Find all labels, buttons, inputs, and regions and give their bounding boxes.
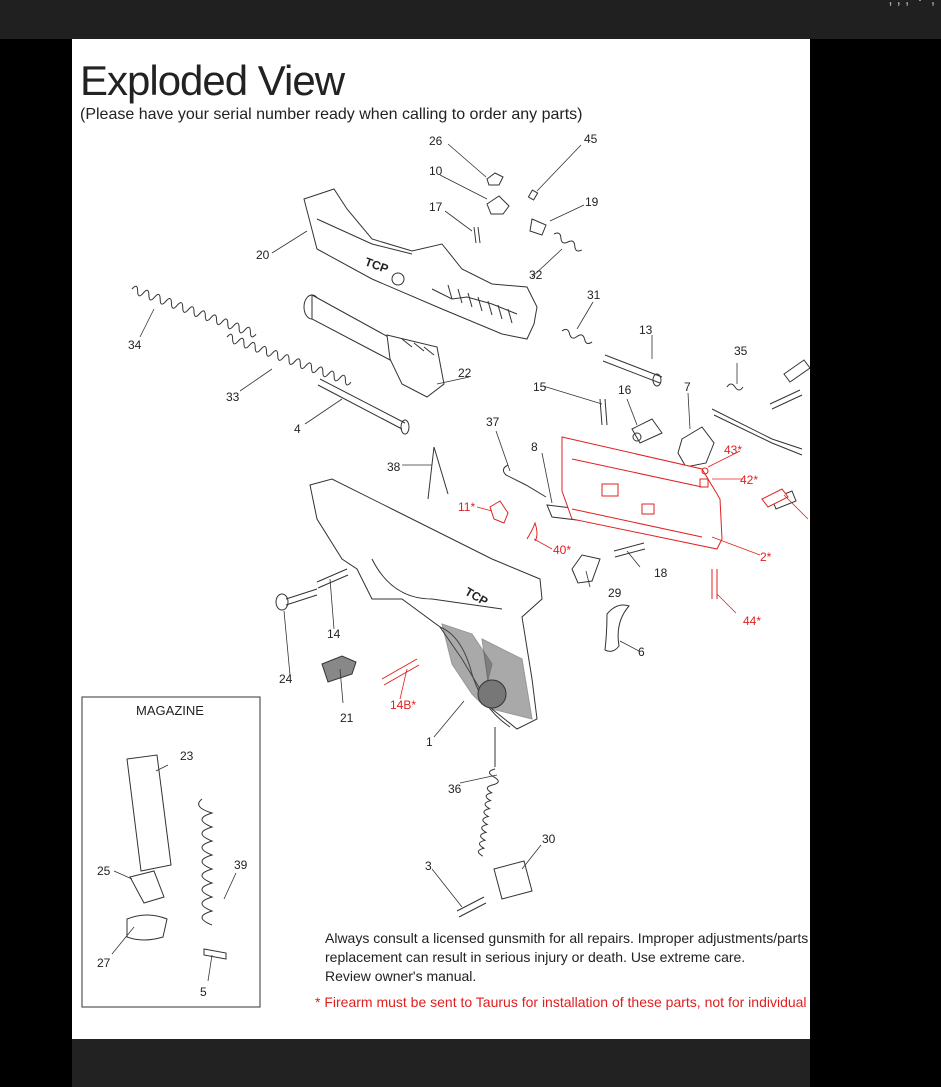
part-label-37: 37	[486, 415, 500, 429]
part-29	[571, 554, 601, 584]
part-label-8: 8	[531, 440, 538, 454]
frame-part: TCP	[309, 478, 543, 730]
part-label-5: 5	[200, 985, 207, 999]
disclaimer-text: Always consult a licensed gunsmith for a…	[325, 929, 810, 986]
recoil-spring-33	[226, 333, 352, 386]
takedown-24	[275, 588, 318, 611]
spring-38	[427, 446, 449, 500]
part-30	[493, 860, 533, 900]
part-label-22: 22	[458, 366, 472, 380]
recoil-spring-34	[131, 285, 257, 338]
part-label-14b: 14B*	[390, 698, 416, 712]
part-label-27: 27	[97, 956, 111, 970]
part-label-1: 1	[426, 735, 433, 749]
part-label-25: 25	[97, 864, 111, 878]
part-label-30: 30	[542, 832, 556, 846]
part-label-13: 13	[639, 323, 653, 337]
right-edge-parts	[711, 359, 810, 510]
pin-13	[602, 354, 663, 387]
part-label-16: 16	[618, 383, 632, 397]
leader-lines-red	[399, 450, 809, 700]
exploded-diagram: TCP	[81, 132, 810, 1008]
pin-3	[456, 896, 487, 918]
part-label-43: 43*	[724, 443, 742, 457]
part-label-19: 19	[585, 195, 599, 209]
part-label-35: 35	[734, 344, 748, 358]
part-label-4: 4	[294, 422, 301, 436]
small-mid-parts	[599, 398, 715, 468]
part-label-17: 17	[429, 200, 443, 214]
spring-36	[477, 727, 499, 857]
part-label-2: 2*	[760, 550, 772, 564]
pin-14	[316, 568, 349, 589]
part-label-38: 38	[387, 460, 401, 474]
guide-rod	[317, 378, 410, 435]
magazine-label: MAGAZINE	[136, 703, 204, 718]
part-label-7: 7	[684, 380, 691, 394]
page-subtitle: (Please have your serial number ready wh…	[80, 106, 583, 123]
part-label-3: 3	[425, 859, 432, 873]
part-label-21: 21	[340, 711, 354, 725]
bottom-bar	[72, 1039, 810, 1087]
part-label-39: 39	[234, 858, 248, 872]
part-label-18: 18	[654, 566, 668, 580]
toolbar-text-fragment: , , , · ,	[888, 0, 935, 8]
part-label-26: 26	[429, 134, 443, 148]
top-small-parts	[473, 172, 593, 345]
part-label-6: 6	[638, 645, 645, 659]
part-label-10: 10	[429, 164, 443, 178]
part-label-33: 33	[226, 390, 240, 404]
part-label-24: 24	[279, 672, 293, 686]
footnote-text: * Firearm must be sent to Taurus for ins…	[315, 994, 807, 1010]
magazine-box	[81, 696, 261, 1008]
disclaimer-line: replacement can result in serious injury…	[325, 949, 746, 965]
part-label-40: 40*	[553, 543, 571, 557]
part-label-34: 34	[128, 338, 142, 352]
disclaimer-line: Always consult a licensed gunsmith for a…	[325, 930, 809, 946]
part-label-20: 20	[256, 248, 270, 262]
slide-part: TCP	[303, 188, 538, 340]
part-label-44: 44*	[743, 614, 761, 628]
red-parts	[381, 436, 789, 686]
barrel-part	[303, 294, 445, 398]
trigger-6	[604, 604, 630, 652]
part-label-15: 15	[533, 380, 547, 394]
part-label-23: 23	[180, 749, 194, 763]
spring-37	[502, 464, 547, 498]
part-label-36: 36	[448, 782, 462, 796]
leader-lines	[111, 143, 738, 982]
part-label-31: 31	[587, 288, 601, 302]
part-label-32: 32	[529, 268, 543, 282]
page-title: Exploded View	[80, 57, 345, 104]
disclaimer-line: Review owner's manual.	[325, 968, 477, 984]
mag-release-21	[321, 655, 357, 683]
part-label-42: 42*	[740, 473, 758, 487]
pin-18	[613, 542, 646, 558]
top-toolbar: , , , · ,	[0, 0, 941, 39]
part-label-14: 14	[327, 627, 341, 641]
document-page: Exploded View (Please have your serial n…	[72, 39, 810, 1039]
part-label-29: 29	[608, 586, 622, 600]
part-label-45: 45	[584, 132, 598, 146]
part-label-11: 11*	[458, 500, 475, 514]
